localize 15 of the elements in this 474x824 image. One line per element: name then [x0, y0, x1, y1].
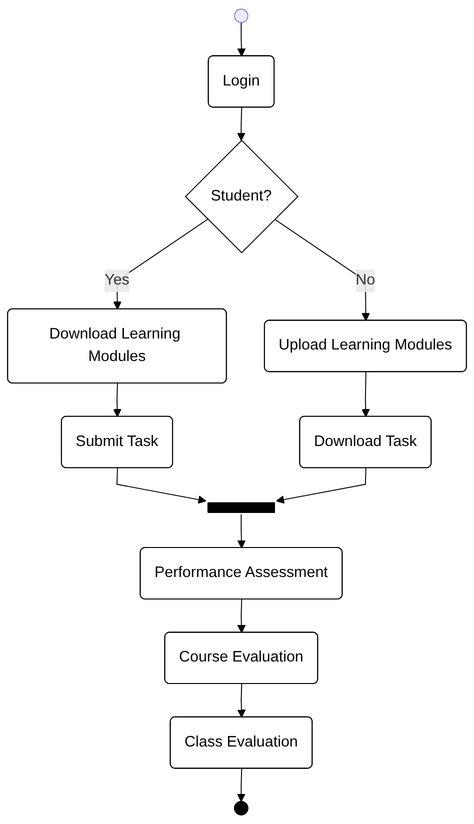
arrow: [237, 598, 246, 634]
arrow: [237, 107, 246, 141]
edge-label: Yes: [104, 272, 130, 288]
arrow: [237, 768, 246, 802]
edge-label: No: [356, 272, 376, 288]
node-diamond: Student?: [184, 140, 298, 254]
arrow: [237, 684, 246, 718]
arrow: [276, 468, 366, 504]
arrow: [274, 218, 370, 322]
arrow: [116, 468, 206, 504]
arrow: [361, 372, 370, 418]
arrow: [237, 514, 246, 548]
node-circle: [234, 8, 248, 23]
arrow: [113, 383, 122, 418]
arrow: [237, 22, 246, 57]
